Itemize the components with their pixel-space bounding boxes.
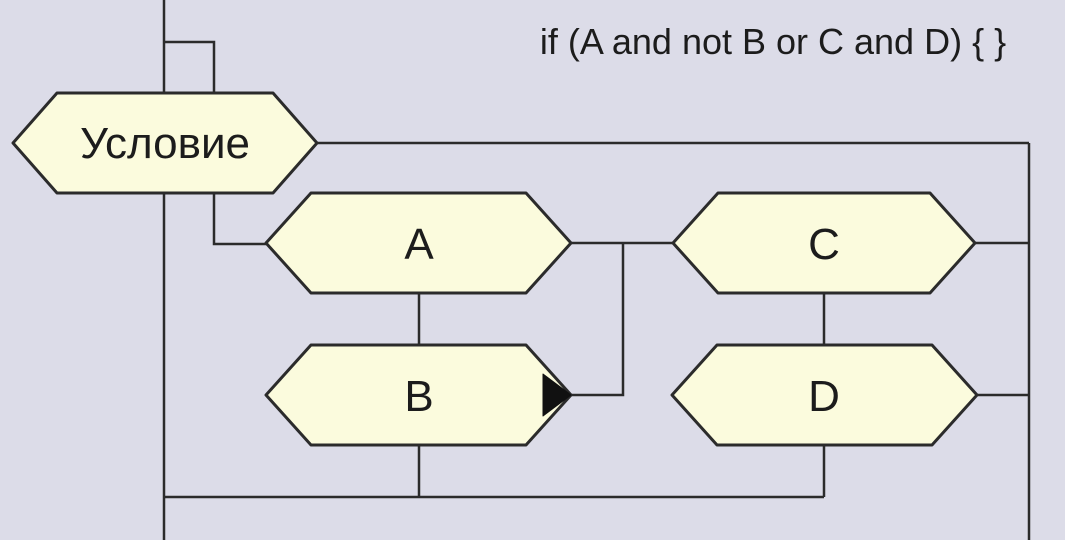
- node-c-hexagon[interactable]: [671, 191, 977, 295]
- node-a-label: A: [404, 220, 434, 269]
- node-b-label: B: [404, 372, 433, 421]
- node-a-hexagon[interactable]: [264, 191, 573, 295]
- node-d-label: D: [808, 372, 840, 421]
- b-merge-drop-line: [571, 243, 625, 397]
- code-expression-label: if (A and not B or C and D) { }: [540, 21, 1006, 62]
- node-c-label: C: [808, 220, 840, 269]
- node-condition-label: Условие: [80, 119, 250, 168]
- node-condition-hexagon[interactable]: [11, 91, 319, 195]
- merge-arrow-icon: [542, 373, 572, 417]
- node-d-hexagon[interactable]: [670, 343, 979, 447]
